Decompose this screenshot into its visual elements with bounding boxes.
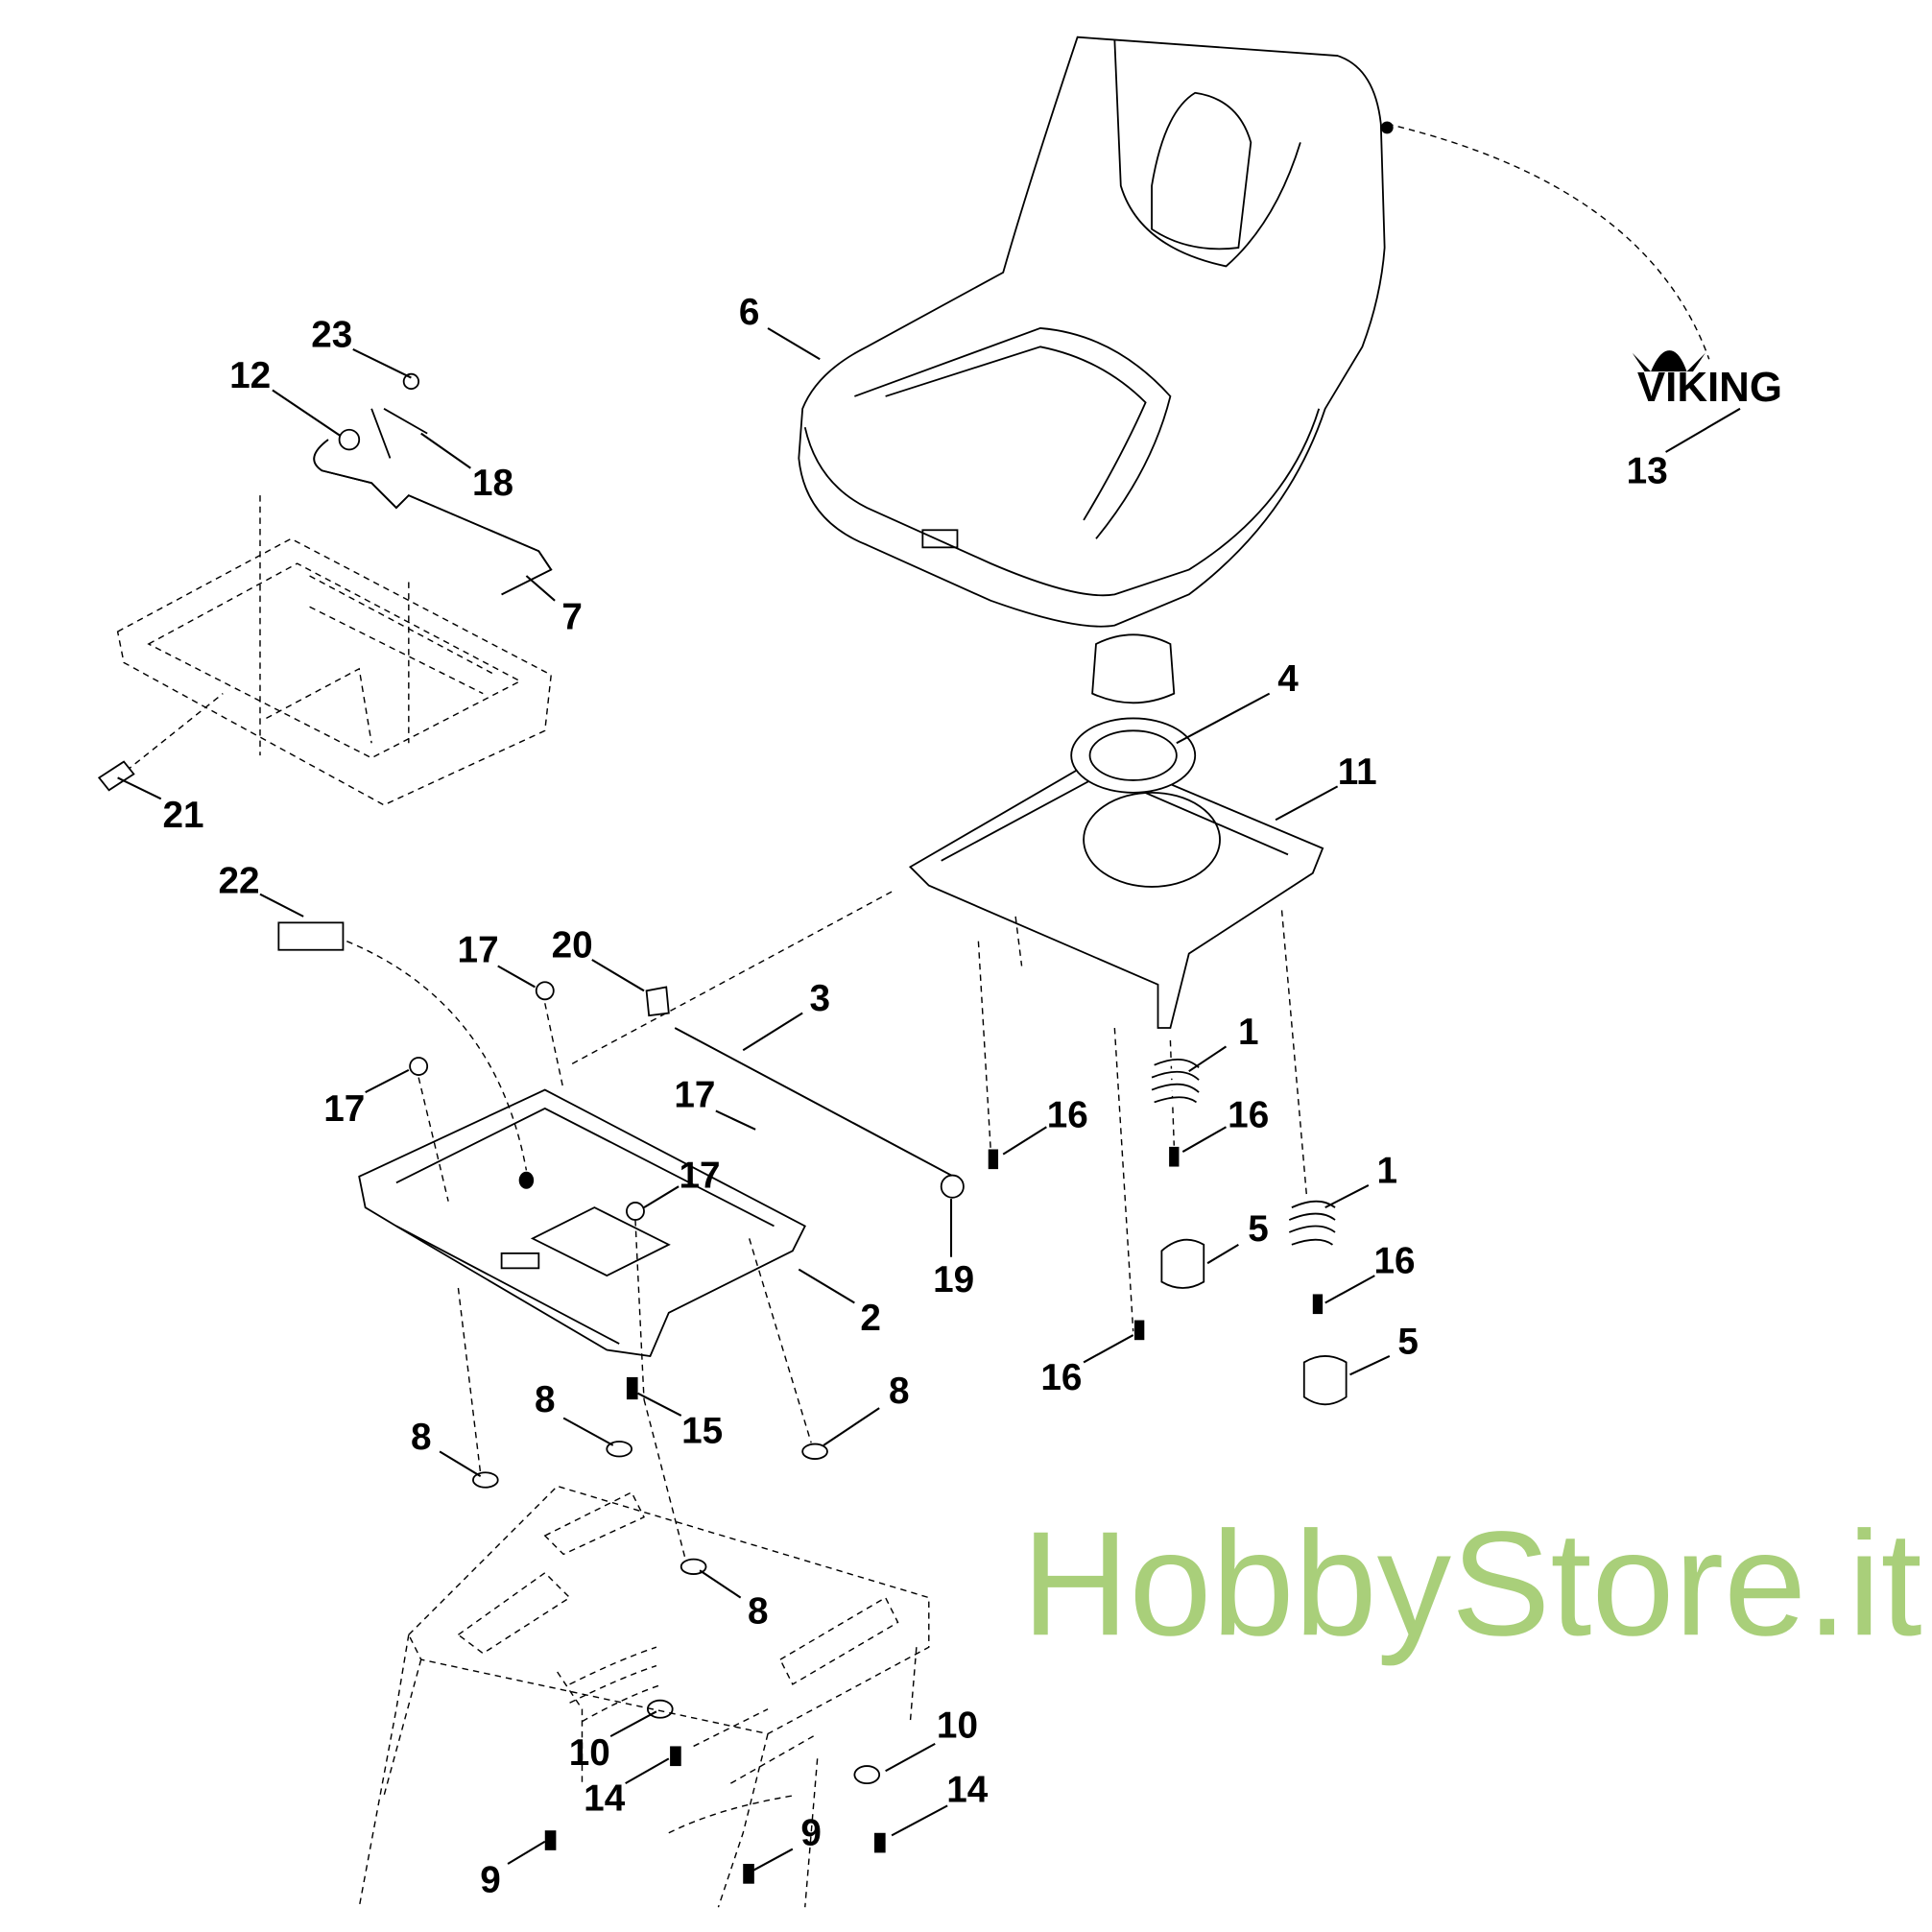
callout-leader-line — [420, 432, 471, 469]
viking-logo-text: VIKING — [1637, 364, 1782, 411]
callout-number-9: 9 — [800, 1813, 822, 1854]
callout-leader-line — [1002, 1126, 1047, 1156]
callout-leader-line — [767, 327, 821, 361]
callout-number-8: 8 — [535, 1379, 556, 1420]
callout-leader-line — [1324, 1183, 1370, 1209]
seat-lever-assembly — [97, 372, 553, 806]
callout-number-20: 20 — [552, 924, 593, 966]
callout-leader-line — [885, 1742, 936, 1773]
callout-number-23: 23 — [311, 314, 352, 355]
callout-leaders — [117, 327, 1741, 1873]
callout-leader-line — [1349, 1355, 1391, 1376]
callout-number-5: 5 — [1397, 1321, 1419, 1362]
callout-leader-line — [891, 1804, 948, 1837]
callout-leader-line — [439, 1450, 482, 1478]
callout-leader-line — [823, 1407, 880, 1446]
callout-leader-line — [1324, 1275, 1375, 1304]
callout-number-10: 10 — [937, 1705, 978, 1746]
callout-leader-line — [609, 1710, 657, 1738]
callout-leader-line — [699, 1569, 742, 1599]
callout-leader-line — [1181, 1126, 1227, 1153]
callout-number-5: 5 — [1248, 1208, 1269, 1250]
callout-leader-line — [1665, 407, 1741, 453]
callout-number-17: 17 — [674, 1075, 715, 1116]
callout-leader-line — [798, 1268, 855, 1304]
callout-leader-line — [352, 347, 412, 379]
callout-leader-line — [117, 776, 162, 800]
callout-number-16: 16 — [1047, 1094, 1088, 1135]
seat-bracket-part-2 — [277, 921, 965, 1884]
viking-logo-13: VIKING — [1632, 350, 1782, 411]
callout-number-14: 14 — [946, 1770, 989, 1811]
callout-number-7: 7 — [561, 597, 583, 638]
tractor-frame-ghost — [358, 1485, 930, 1908]
callout-leader-line — [749, 1848, 794, 1873]
callout-leader-line — [637, 1392, 682, 1417]
callout-number-19: 19 — [933, 1259, 974, 1300]
callout-number-11: 11 — [1338, 751, 1377, 793]
callout-leader-line — [272, 389, 342, 438]
callout-number-17: 17 — [323, 1088, 365, 1130]
callout-leader-line — [742, 1012, 803, 1052]
callout-leader-line — [497, 965, 536, 989]
callout-number-17: 17 — [680, 1155, 721, 1196]
callout-number-6: 6 — [739, 292, 760, 333]
callout-leader-line — [259, 893, 304, 918]
callout-number-1: 1 — [1238, 1012, 1259, 1053]
callout-number-12: 12 — [229, 355, 271, 396]
callout-leader-line — [715, 1109, 756, 1131]
callout-leader-line — [625, 1757, 670, 1785]
callout-number-14: 14 — [584, 1778, 626, 1820]
callout-number-16: 16 — [1228, 1094, 1269, 1135]
callout-number-4: 4 — [1277, 658, 1299, 700]
callout-number-2: 2 — [860, 1298, 881, 1339]
callout-number-8: 8 — [889, 1371, 910, 1412]
callout-number-22: 22 — [219, 860, 260, 901]
callout-leader-line — [591, 959, 645, 992]
callout-number-1: 1 — [1376, 1150, 1397, 1191]
callout-number-9: 9 — [480, 1860, 501, 1901]
callout-number-21: 21 — [162, 795, 203, 836]
callout-leader-line — [562, 1417, 614, 1446]
callout-leader-line — [507, 1840, 546, 1865]
callout-number-16: 16 — [1373, 1241, 1415, 1282]
callout-number-17: 17 — [458, 930, 499, 971]
callout-number-16: 16 — [1040, 1357, 1082, 1398]
callout-number-13: 13 — [1627, 450, 1668, 491]
callout-number-18: 18 — [472, 463, 513, 504]
seat-part-6 — [798, 36, 1710, 628]
callout-number-15: 15 — [681, 1410, 723, 1451]
callout-number-8: 8 — [748, 1591, 769, 1633]
callout-leader-line — [1176, 692, 1271, 745]
callout-leader-line — [643, 1185, 680, 1209]
callout-number-3: 3 — [809, 978, 830, 1019]
callout-leader-line — [525, 575, 556, 602]
callout-leader-line — [1083, 1334, 1134, 1364]
callout-leader-line — [1206, 1243, 1239, 1265]
callout-leader-line — [365, 1068, 410, 1094]
callout-leader-line — [1275, 785, 1339, 822]
watermark: HobbyStore.it — [1022, 1500, 1922, 1666]
callout-number-10: 10 — [569, 1732, 610, 1774]
callout-number-8: 8 — [411, 1417, 432, 1458]
seat-plate-part-11 — [569, 633, 1348, 1406]
callout-leader-line — [1188, 1045, 1228, 1073]
